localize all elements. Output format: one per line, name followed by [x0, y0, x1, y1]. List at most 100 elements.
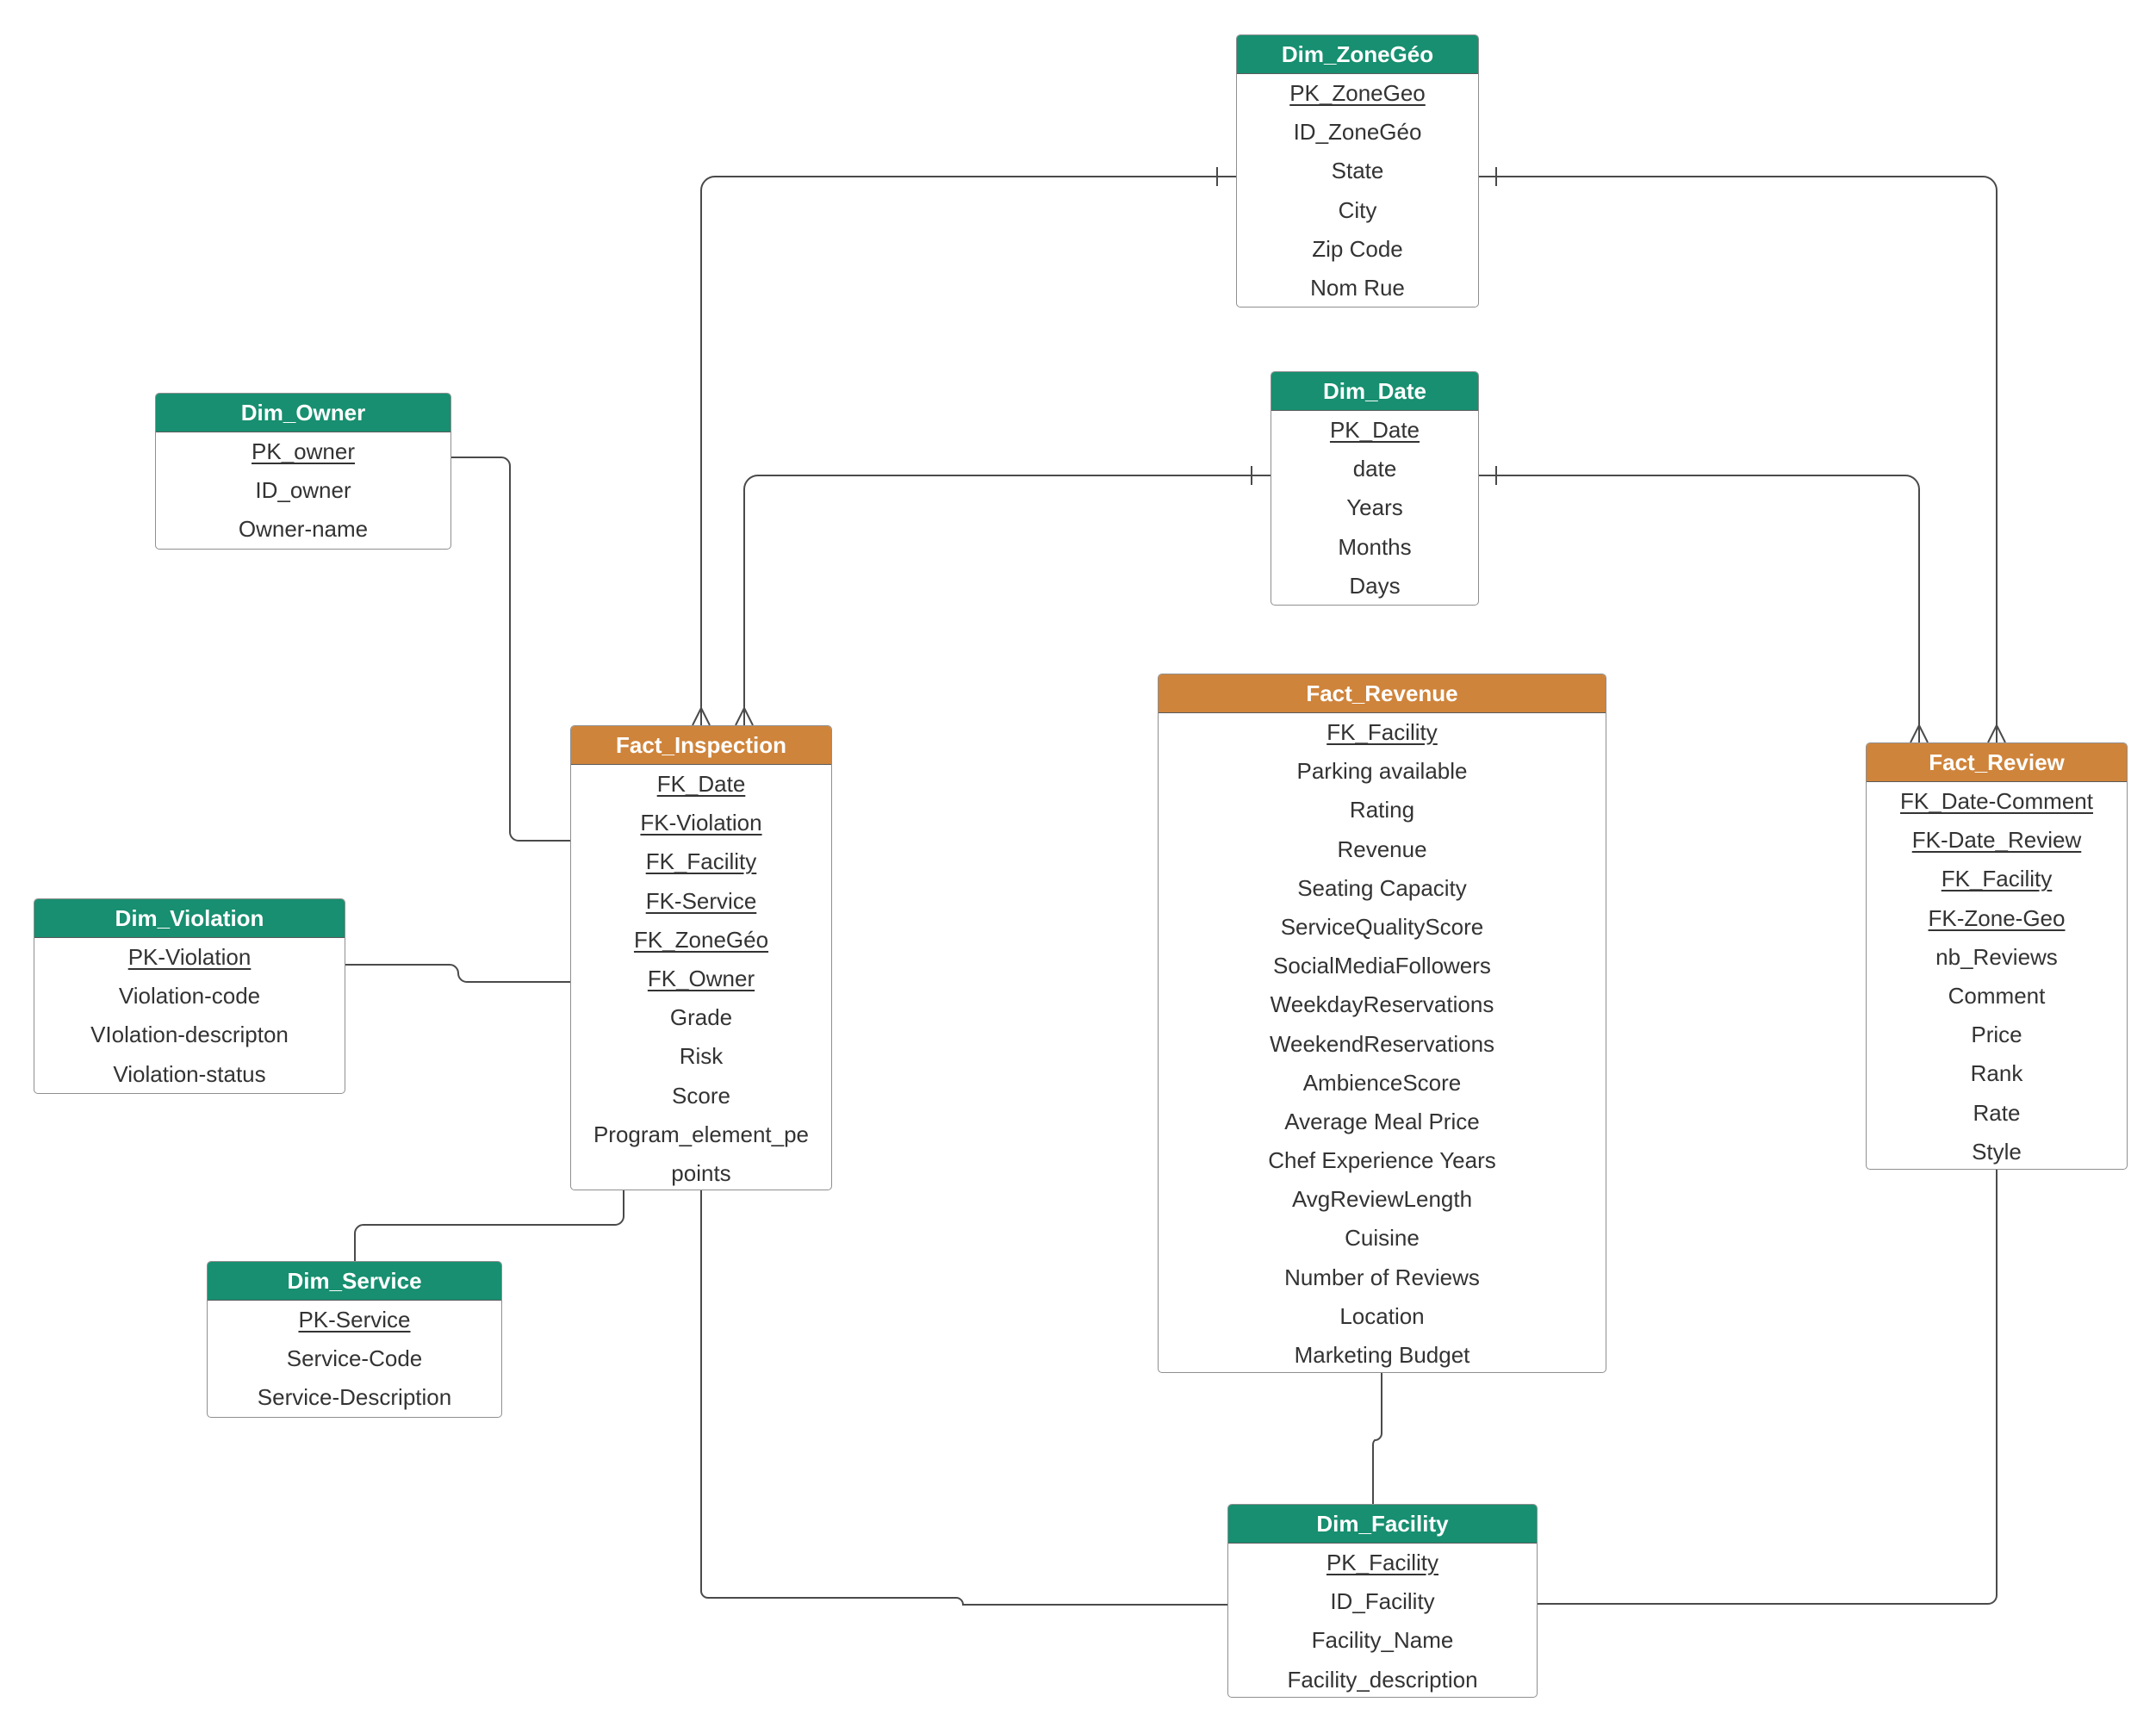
table-column: ID_owner: [156, 471, 450, 510]
table-column: Service-Description: [208, 1378, 501, 1417]
column-name: PK_owner: [252, 438, 355, 464]
column-name: FK-Date_Review: [1911, 827, 2082, 854]
key-column: FK_Facility: [1867, 860, 2127, 898]
table-column: Price: [1867, 1016, 2127, 1054]
table-column: Revenue: [1159, 830, 1606, 869]
column-name: Grade: [669, 1004, 733, 1031]
column-name: Average Meal Price: [1284, 1108, 1480, 1134]
link-inspection-facility: [700, 1190, 1227, 1606]
key-column: FK_Date: [571, 765, 831, 804]
key-column: PK_Facility: [1228, 1544, 1537, 1582]
table-column: AmbienceScore: [1159, 1064, 1606, 1103]
column-name: PK-Violation: [127, 944, 252, 970]
table-column: Zip Code: [1237, 230, 1478, 269]
column-name: Marketing Budget: [1294, 1342, 1470, 1368]
column-name: Comment: [1948, 982, 2046, 1009]
column-name: Months: [1338, 533, 1412, 560]
link-owner-inspection: [451, 457, 570, 842]
column-name: FK-Zone-Geo: [1928, 904, 2066, 931]
table-column: Rating: [1159, 791, 1606, 829]
table-column: WeekdayReservations: [1159, 985, 1606, 1024]
key-column: FK_ZoneGéo: [571, 921, 831, 960]
column-name: Cuisine: [1345, 1225, 1420, 1252]
table-column: Cuisine: [1159, 1219, 1606, 1258]
column-name: Score: [672, 1082, 730, 1109]
key-column: PK_ZoneGeo: [1237, 74, 1478, 113]
column-name: points: [671, 1159, 731, 1186]
column-name: Revenue: [1337, 836, 1427, 862]
table-column: Owner-name: [156, 510, 450, 549]
key-column: FK-Service: [571, 882, 831, 921]
table-column: Marketing Budget: [1159, 1336, 1606, 1372]
column-name: FK_ZoneGéo: [633, 926, 769, 953]
table-column: Rank: [1867, 1054, 2127, 1093]
key-column: PK_owner: [156, 432, 450, 471]
key-column: FK-Date_Review: [1867, 821, 2127, 860]
column-name: PK-Service: [298, 1307, 411, 1333]
table-column: ServiceQualityScore: [1159, 908, 1606, 947]
key-column: PK-Service: [208, 1301, 501, 1339]
table-column: Score: [571, 1077, 831, 1115]
column-name: Facility_description: [1287, 1666, 1478, 1693]
column-name: Number of Reviews: [1284, 1264, 1480, 1290]
table-column: Rate: [1867, 1094, 2127, 1133]
table-title: Fact_Revenue: [1159, 674, 1606, 713]
column-name: State: [1331, 158, 1384, 184]
table-column: Parking available: [1159, 752, 1606, 791]
column-name: VIolation-descripton: [90, 1022, 289, 1048]
column-name: Nom Rue: [1310, 274, 1405, 301]
table-column: Facility_Name: [1228, 1621, 1537, 1660]
column-name: Rank: [1970, 1060, 2023, 1087]
table-column: ID_Facility: [1228, 1582, 1537, 1621]
many-marker: [692, 705, 711, 726]
column-name: FK_Facility: [1327, 719, 1438, 745]
table-column: date: [1271, 450, 1478, 488]
column-name: AvgReviewLength: [1291, 1186, 1473, 1213]
key-column: FK-Violation: [571, 804, 831, 842]
column-name: PK_Date: [1329, 417, 1420, 443]
column-name: Service-Code: [286, 1345, 423, 1372]
table-column: State: [1237, 152, 1478, 190]
link-date-inspection: [743, 475, 1271, 725]
column-name: Rating: [1349, 797, 1415, 823]
key-column: PK-Violation: [34, 938, 345, 977]
table-column: Style: [1867, 1133, 2127, 1169]
key-column: FK_Facility: [1159, 713, 1606, 752]
link-date-review: [1479, 475, 1920, 742]
key-column: FK_Facility: [571, 842, 831, 881]
column-name: Zip Code: [1312, 235, 1403, 262]
table-column: WeekendReservations: [1159, 1025, 1606, 1064]
many-marker: [1987, 723, 2006, 743]
table-column: Grade: [571, 998, 831, 1037]
key-column: PK_Date: [1271, 411, 1478, 450]
table-column: Number of Reviews: [1159, 1258, 1606, 1297]
column-name: Service-Description: [257, 1384, 452, 1411]
key-column: FK_Date-Comment: [1867, 782, 2127, 821]
table-column: Chef Experience Years: [1159, 1141, 1606, 1180]
table-column: Program_element_pe: [571, 1115, 831, 1154]
many-marker: [735, 705, 754, 726]
column-name: Violation-code: [118, 983, 261, 1009]
table-column: Violation-status: [34, 1055, 345, 1093]
column-name: PK_Facility: [1326, 1550, 1439, 1575]
column-name: Violation-status: [113, 1060, 266, 1087]
column-name: ServiceQualityScore: [1280, 913, 1484, 940]
column-name: FK_Facility: [1941, 866, 2053, 892]
